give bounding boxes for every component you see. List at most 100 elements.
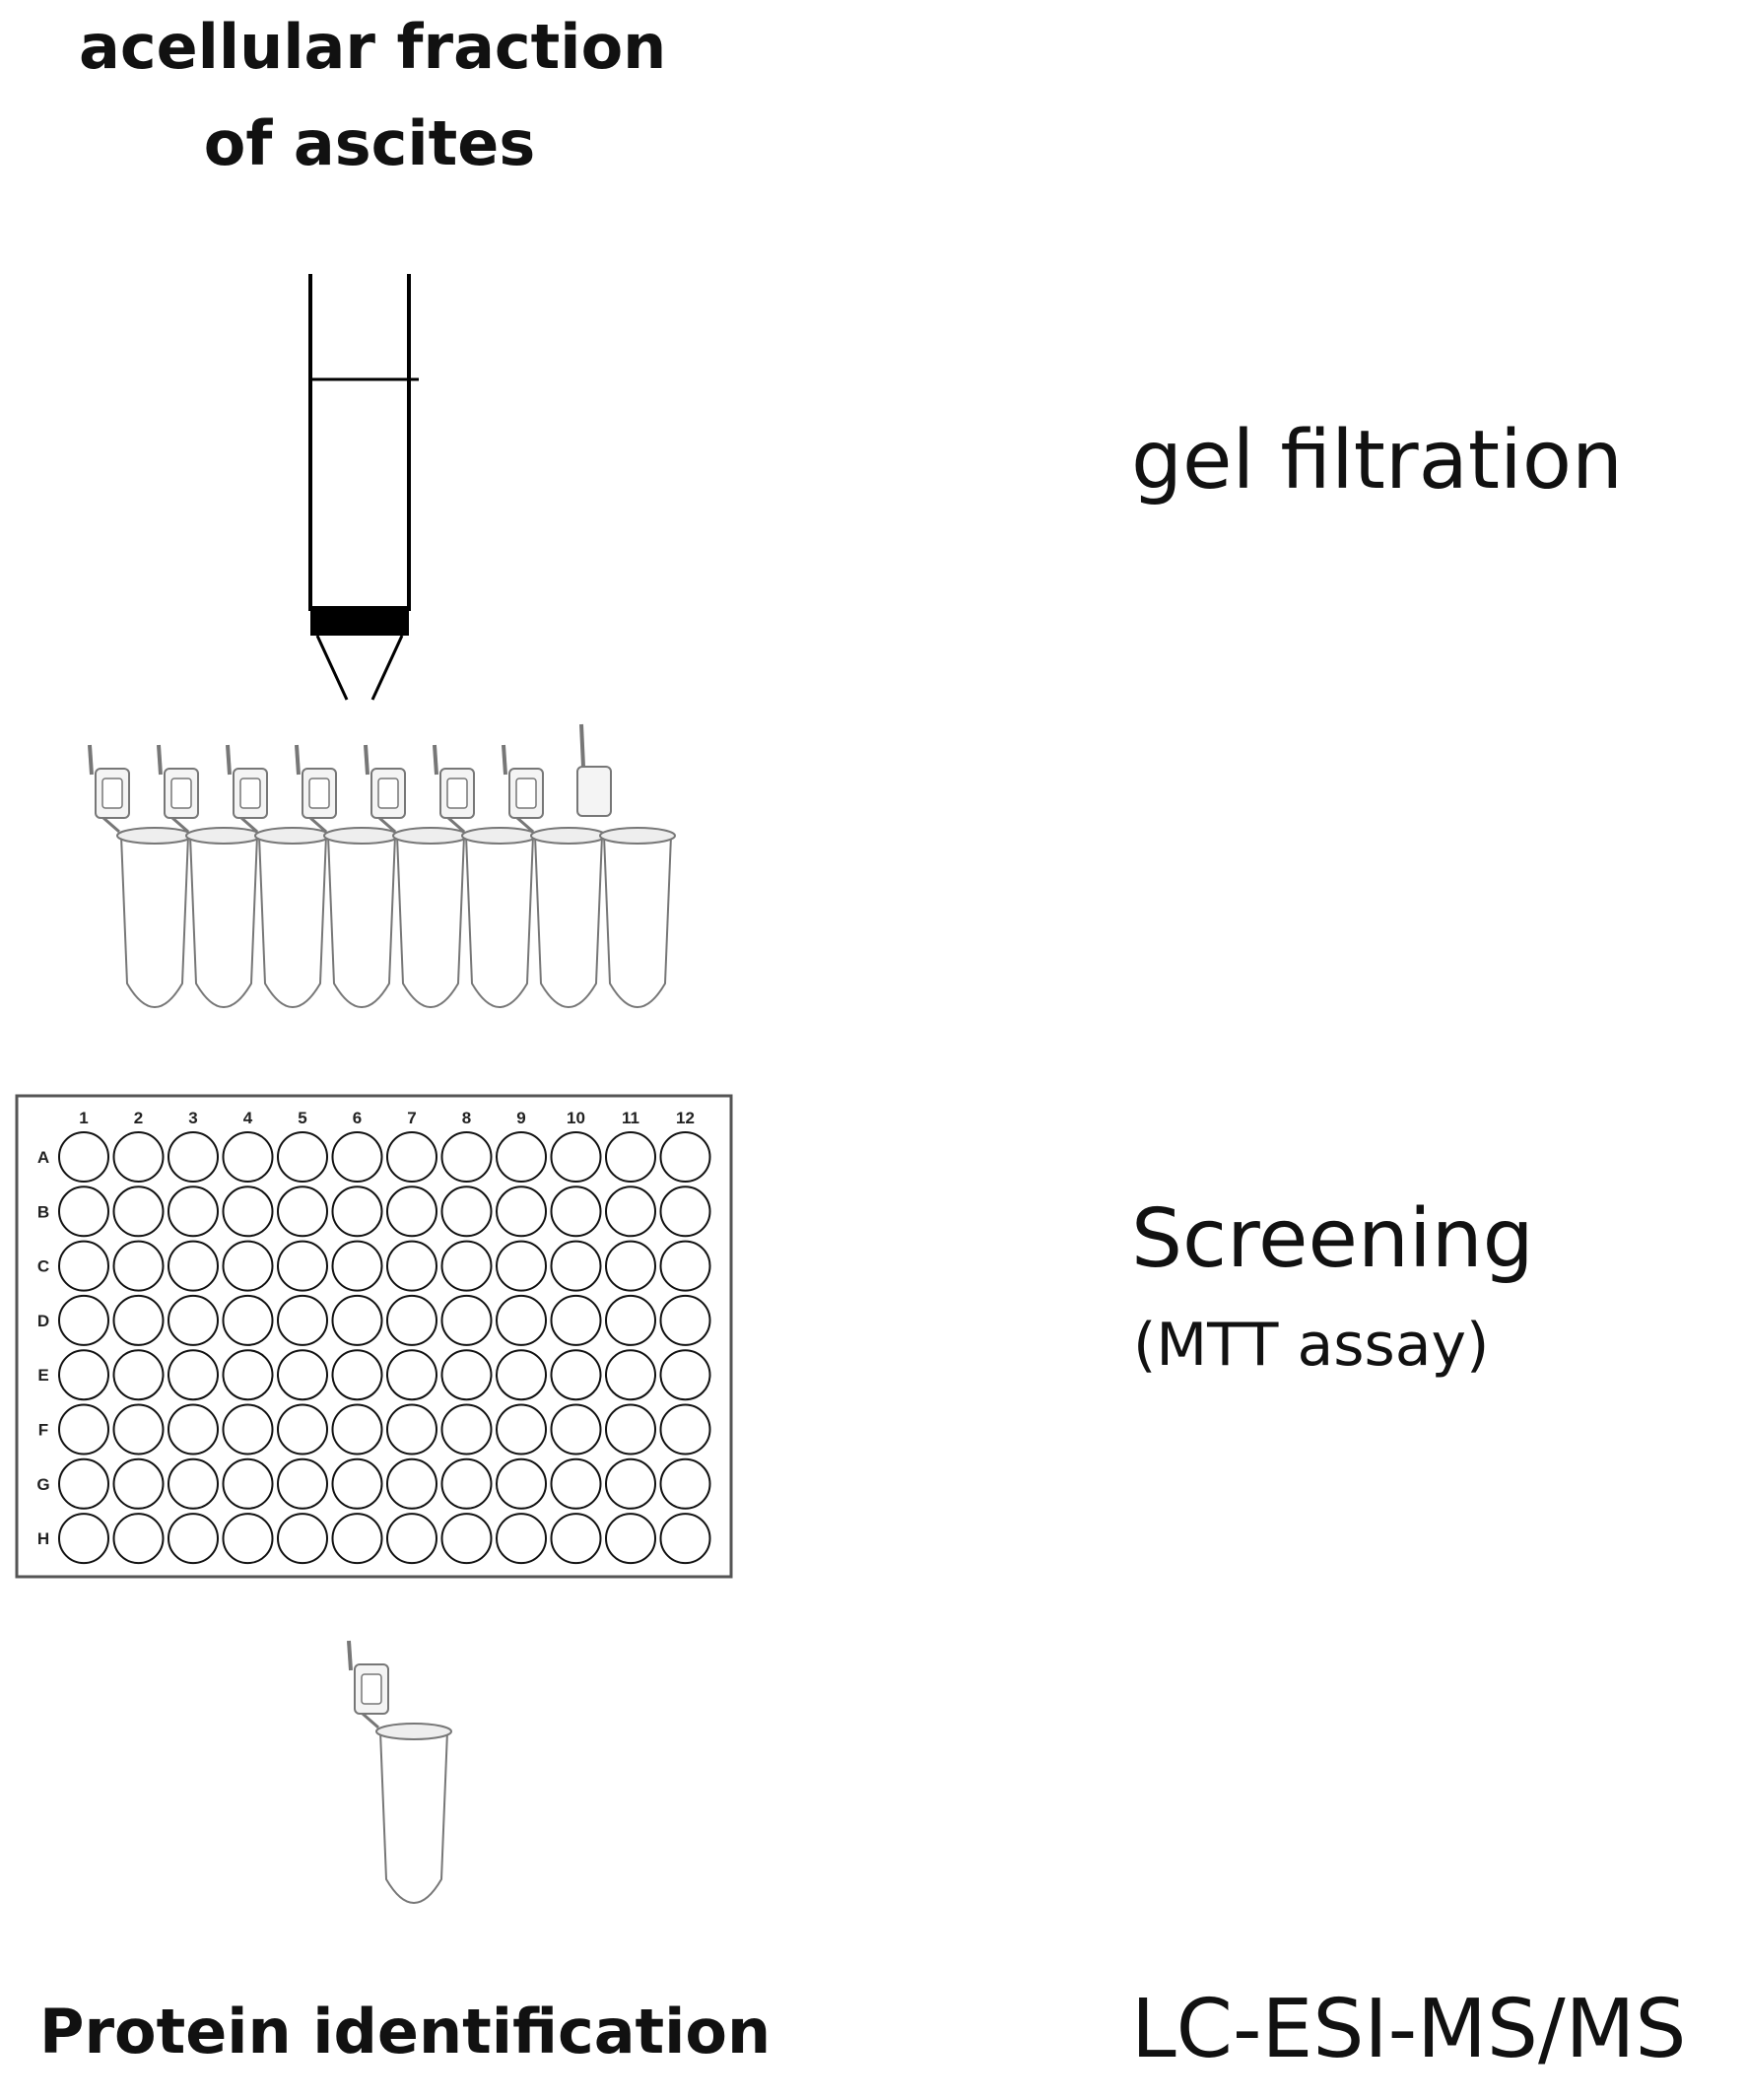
gel-filtration-label: gel filtration (1131, 414, 1623, 508)
plate-well (605, 1457, 656, 1510)
plate-well (496, 1457, 547, 1510)
plate-well (222, 1349, 274, 1401)
fraction-tube-strip (88, 723, 676, 1008)
plate-well (168, 1185, 219, 1238)
plate-well (277, 1185, 328, 1238)
plate-row-label: A (37, 1148, 49, 1167)
fraction-tube (226, 744, 331, 1008)
plate-well (58, 1240, 109, 1292)
title-line-2: of ascites (203, 107, 536, 179)
plate-well (112, 1457, 165, 1510)
plate-well (496, 1131, 547, 1183)
strip-end-cap (576, 723, 612, 817)
plate-well (222, 1185, 274, 1238)
plate-well (550, 1240, 602, 1292)
plate-well (659, 1457, 711, 1510)
plate-well (496, 1403, 547, 1456)
plate-well (605, 1185, 656, 1238)
plate-well (168, 1457, 219, 1510)
plate-well (222, 1513, 274, 1565)
plate-well (659, 1294, 711, 1346)
plate-column-label: 5 (298, 1109, 306, 1127)
plate-well (496, 1349, 547, 1401)
plate-row-label: D (37, 1312, 49, 1330)
plate-well (331, 1185, 383, 1238)
plate-well (496, 1513, 547, 1565)
plate-well (58, 1131, 109, 1183)
plate-well (168, 1240, 219, 1292)
plate-well (440, 1131, 493, 1183)
plate-well (331, 1403, 383, 1456)
fraction-tube (599, 827, 676, 1008)
plate-well (222, 1403, 274, 1456)
plate-column-label: 9 (516, 1109, 525, 1127)
plate-well (440, 1457, 493, 1510)
plate-row-label: H (37, 1529, 49, 1548)
plate-row-label: E (37, 1366, 48, 1385)
plate-column-label: 4 (243, 1109, 253, 1127)
plate-well (386, 1349, 437, 1401)
plate-well (112, 1294, 165, 1346)
plate-well (386, 1131, 437, 1183)
selected-fraction-tube (347, 1640, 452, 1904)
plate-well (550, 1349, 602, 1401)
plate-well (605, 1349, 656, 1401)
plate-well (168, 1403, 219, 1456)
plate-column-label: 3 (188, 1109, 197, 1127)
plate-column-label: 6 (353, 1109, 362, 1127)
plate-column-label: 12 (676, 1109, 695, 1127)
plate-well (331, 1240, 383, 1292)
plate-well (277, 1240, 328, 1292)
plate-well (659, 1513, 711, 1565)
protein-identification-label: Protein identification (39, 1996, 772, 2067)
plate-well (440, 1513, 493, 1565)
plate-well (496, 1294, 547, 1346)
plate-well (168, 1294, 219, 1346)
plate-well (222, 1457, 274, 1510)
plate-well (605, 1131, 656, 1183)
plate-column-label: 11 (622, 1109, 639, 1127)
plate-well (386, 1294, 437, 1346)
plate-well (440, 1403, 493, 1456)
plate-row-label: G (36, 1475, 49, 1494)
plate-well (58, 1403, 109, 1456)
plate-well (112, 1185, 165, 1238)
plate-well (222, 1240, 274, 1292)
plate-well (386, 1513, 437, 1565)
plate-well (331, 1131, 383, 1183)
plate-row-label: F (38, 1421, 48, 1440)
fraction-tube (295, 744, 400, 1008)
plate-well (58, 1294, 109, 1346)
plate-well (496, 1185, 547, 1238)
plate-well (659, 1403, 711, 1456)
plate-well (277, 1131, 328, 1183)
plate-column-label: 7 (407, 1109, 416, 1127)
plate-well (277, 1457, 328, 1510)
fraction-tube (157, 744, 262, 1008)
plate-well (112, 1403, 165, 1456)
plate-well (550, 1513, 602, 1565)
plate-well (550, 1185, 602, 1238)
plate-well (386, 1457, 437, 1510)
plate-well (112, 1349, 165, 1401)
fraction-tube (502, 744, 607, 1008)
screening-label: Screening (1131, 1192, 1534, 1286)
plate-well (386, 1185, 437, 1238)
plate-well (550, 1457, 602, 1510)
plate-column-label: 2 (134, 1109, 143, 1127)
plate-well (112, 1513, 165, 1565)
plate-well (331, 1513, 383, 1565)
mtt-assay-label: (MTT assay) (1133, 1311, 1490, 1380)
plate-well (496, 1240, 547, 1292)
plate-well (58, 1185, 109, 1238)
plate-well (659, 1131, 711, 1183)
plate-well (331, 1349, 383, 1401)
plate-well (58, 1457, 109, 1510)
chromatography-column (308, 274, 419, 701)
plate-well (659, 1185, 711, 1238)
plate-well (112, 1131, 165, 1183)
plate-well (659, 1349, 711, 1401)
plate-well (112, 1240, 165, 1292)
plate-well (550, 1131, 602, 1183)
